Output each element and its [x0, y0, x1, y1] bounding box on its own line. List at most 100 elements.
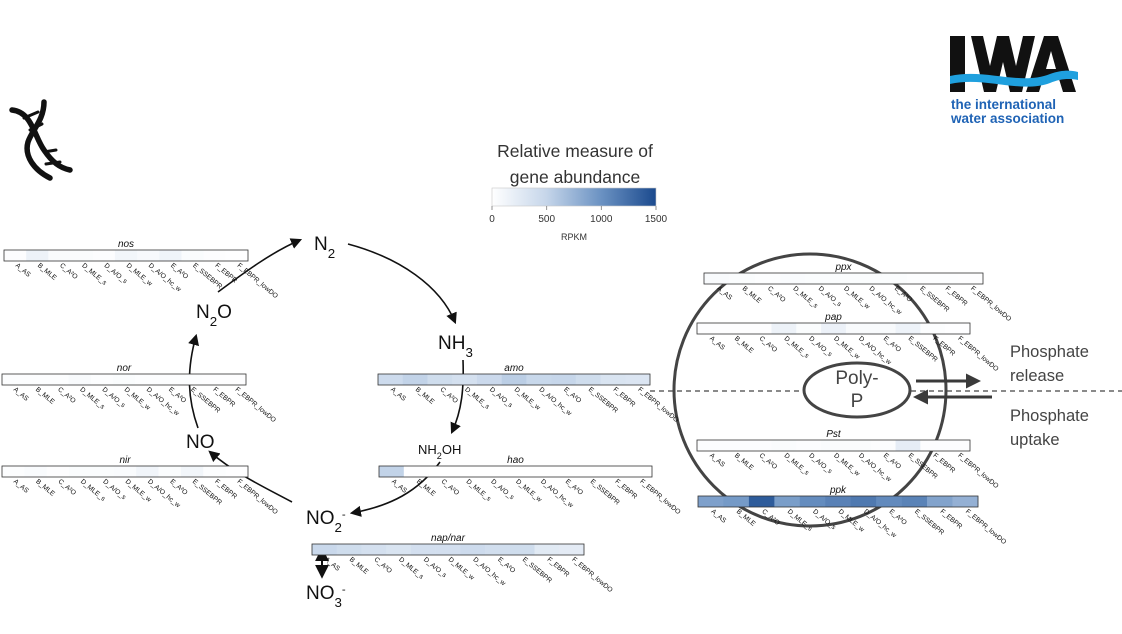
sample-label-amo-3: D_MLE_s: [463, 386, 491, 411]
heatmap-frame-pap: [696, 322, 971, 335]
n2o-label: N2O: [196, 302, 232, 329]
gene-label-amo: amo: [504, 363, 524, 374]
heatmap-cell-nap-nar-7: [485, 544, 511, 555]
poly-p-granule: [802, 361, 912, 419]
heatmap-cell-nap-nar-9: [534, 544, 560, 555]
heatmap-cell-hao-1: [403, 466, 429, 477]
heatmap-cell-pst-1: [721, 440, 747, 451]
sample-label-nir-7: E_A²O: [168, 478, 188, 496]
sample-label-pap-10: F_EBPR_lowDO: [956, 335, 999, 373]
heatmap-cell-nos-3: [70, 250, 94, 261]
heatmap-frame-pst: [696, 439, 971, 452]
heatmap-cell-pst-10: [945, 440, 971, 451]
heatmap-cell-pap-4: [796, 323, 822, 334]
gene-label-nor: nor: [117, 363, 132, 374]
poly-p-label-line2: P: [851, 391, 864, 412]
heatmap-cell-nap-nar-1: [336, 544, 362, 555]
heatmap-cell-nir-8: [180, 466, 204, 477]
uptake-line2: uptake: [1010, 431, 1060, 449]
heatmap-frame-ppk: [697, 495, 979, 508]
heatmap-cell-nos-5: [114, 250, 138, 261]
heatmap-cell-nos-8: [181, 250, 204, 261]
legend-tick-0: 0: [489, 214, 495, 225]
sample-label-pap-3: D_MLE_s: [783, 335, 811, 360]
heatmap-cell-amo-5: [501, 374, 527, 385]
heatmap-cell-nir-0: [2, 466, 25, 477]
heatmap-cell-amo-6: [526, 374, 552, 385]
sample-label-hao-7: E_A²O: [564, 478, 584, 496]
no2-label: NO2-: [306, 508, 346, 535]
sample-label-ppk-4: D_A/O_s: [811, 508, 837, 531]
sample-label-nos-10: F_EBPR_lowDO: [236, 262, 279, 300]
heatmap-cell-nor-4: [90, 374, 114, 385]
release-line1: Phosphate: [1010, 343, 1089, 361]
gene-label-nos: nos: [118, 239, 134, 250]
heatmap-cell-nap-nar-6: [460, 544, 486, 555]
heatmap-cell-amo-9: [600, 374, 626, 385]
gene-label-nap-nar: nap/nar: [431, 533, 466, 544]
heatmap-cell-pst-9: [920, 440, 946, 451]
heatmap-cell-pst-5: [821, 440, 847, 451]
heatmap-cell-nor-9: [201, 374, 225, 385]
sample-label-ppx-2: C_A²O: [766, 285, 786, 304]
sample-label-pst-2: C_A²O: [758, 452, 778, 471]
sample-label-nap-nar-1: B_MLE: [348, 556, 370, 576]
heatmap-frame-nap-nar: [311, 543, 585, 556]
heatmap-cell-pst-8: [895, 440, 921, 451]
heatmap-cell-pst-7: [870, 440, 896, 451]
heatmap-cell-nir-10: [225, 466, 249, 477]
logo-text-line1: the international: [951, 97, 1057, 112]
heatmap-cell-ppk-4: [799, 496, 826, 507]
sample-label-amo-0: A_AS: [389, 386, 407, 403]
heatmap-frame-ppx: [703, 272, 984, 285]
heatmap-cell-nos-0: [4, 250, 27, 261]
heatmap-cell-pap-0: [697, 323, 723, 334]
sample-label-ppx-5: D_MLE_w: [842, 285, 871, 311]
color-scale-legend: [491, 187, 657, 210]
heatmap-cell-hao-6: [527, 466, 554, 477]
sample-label-ppk-7: E_A²O: [888, 508, 908, 526]
heatmap-cell-pst-0: [697, 440, 723, 451]
heatmap-cell-pap-2: [746, 323, 772, 334]
sample-label-nap-nar-5: D_MLE_w: [447, 556, 476, 582]
heatmap-cell-nor-2: [46, 374, 69, 385]
legend-tick-500: 500: [538, 214, 555, 225]
nh2oh-label: NH2OH: [418, 442, 461, 461]
heatmap-cell-pst-3: [771, 440, 797, 451]
heatmap-cell-nap-nar-4: [410, 544, 436, 555]
sample-label-nor-10: F_EBPR_lowDO: [234, 386, 277, 424]
heatmap-cell-nos-6: [137, 250, 160, 261]
sample-label-nor-2: C_A²O: [56, 386, 76, 405]
phosphate-uptake-label: Phosphate uptake: [1010, 404, 1089, 452]
sample-label-hao-5: D_MLE_w: [514, 478, 543, 504]
heatmap-cell-nap-nar-5: [435, 544, 461, 555]
sample-label-hao-1: B_MLE: [415, 478, 437, 498]
heatmap-cell-nos-7: [159, 250, 182, 261]
heatmap-cell-pap-9: [920, 323, 946, 334]
sample-label-nir-0: A_AS: [12, 478, 30, 495]
sample-label-nap-nar-0: A_AS: [323, 556, 341, 573]
heatmap-cell-ppk-8: [901, 496, 928, 507]
sample-label-nor-7: E_A²O: [167, 386, 187, 404]
legend-unit: RPKM: [561, 232, 587, 242]
heatmap-cell-amo-8: [575, 374, 601, 385]
heatmap-cell-ppk-3: [774, 496, 801, 507]
heatmap-cell-hao-4: [478, 466, 504, 477]
sample-label-ppx-10: F_EBPR_lowDO: [969, 285, 1012, 323]
uptake-line1: Phosphate: [1010, 407, 1089, 425]
heatmap-cell-ppk-6: [850, 496, 877, 507]
sample-label-amo-1: B_MLE: [414, 386, 436, 406]
heatmap-cell-hao-3: [453, 466, 479, 477]
heatmap-frame-nor: [1, 373, 247, 386]
legend-title-line2: gene abundance: [509, 167, 641, 187]
heatmap-cell-ppx-1: [729, 273, 756, 284]
heatmap-cell-ppk-10: [952, 496, 979, 507]
gene-label-ppx: ppx: [834, 262, 852, 273]
heatmap-cell-nor-3: [68, 374, 92, 385]
heatmap-cell-hao-10: [627, 466, 653, 477]
heatmap-cell-ppx-2: [754, 273, 781, 284]
